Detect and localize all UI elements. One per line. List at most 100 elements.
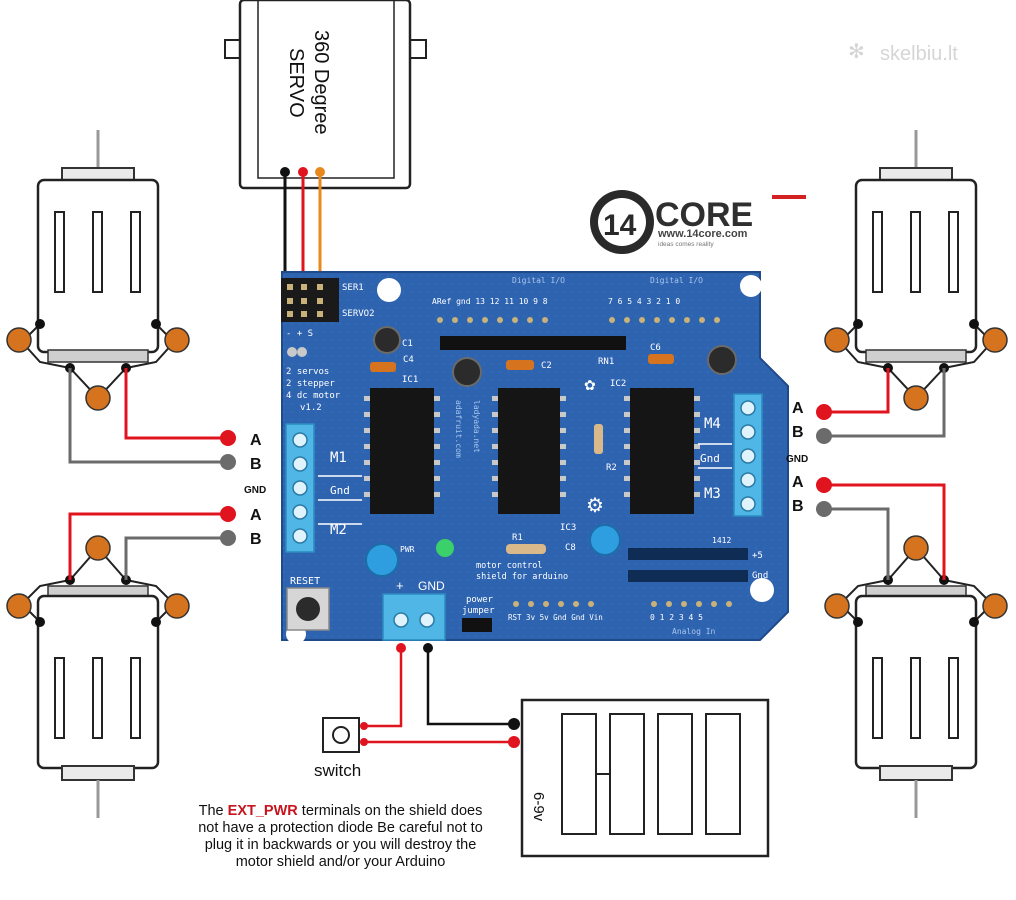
reset-label: RESET <box>290 576 320 587</box>
capacitor-c8 <box>589 524 621 556</box>
terminal-m4-a <box>816 404 832 420</box>
mount-hole <box>740 275 762 297</box>
gnd-label-left: Gnd <box>330 484 350 497</box>
servo-label-line1: 360 Degree <box>310 30 332 135</box>
m1-b-label: B <box>250 456 262 473</box>
note-prefix: The <box>198 803 224 819</box>
capacitor-c3 <box>452 357 482 387</box>
dc-motor-top-left <box>6 130 190 411</box>
power-pin-labels: RST 3v 5v Gnd Gnd Vin <box>508 613 603 622</box>
wire-m2-b <box>124 536 228 580</box>
r1-label: R1 <box>512 533 523 543</box>
terminal-m1-a <box>220 430 236 446</box>
m4-a-label: A <box>792 400 804 417</box>
gnd-label-right-outer: GND <box>786 454 808 465</box>
terminal-m2-a <box>220 506 236 522</box>
info-line2: 2 stepper <box>286 379 335 389</box>
dc-motor-bottom-left <box>6 535 190 818</box>
mcs-line1: motor control <box>476 561 543 571</box>
watermark: ✻ skelbiu.lt <box>848 41 958 65</box>
dc-motor-top-right <box>824 130 1008 411</box>
wire-ext-pwr-gnd <box>426 648 514 726</box>
wire-m2-a <box>68 512 228 580</box>
m4-label: M4 <box>704 416 721 432</box>
m2-a-label: A <box>250 507 262 524</box>
capacitor-c4 <box>370 362 396 372</box>
dc-motor-bottom-right <box>824 535 1008 818</box>
m1-a-label: A <box>250 432 262 449</box>
ext-pwr-terminal <box>382 593 446 641</box>
resistor-r1 <box>506 544 546 554</box>
capacitor-c6 <box>648 354 674 364</box>
mount-hole <box>377 278 401 302</box>
ext-pwr-warning: The EXT_PWR terminals on the shield does… <box>188 803 493 871</box>
gear-icon: ⚙ <box>586 495 604 517</box>
c1-label: C1 <box>402 339 413 349</box>
wire-m1-b <box>68 368 228 464</box>
adafruit-vertical-text: adafruit.com <box>454 400 463 458</box>
capacitor-c7 <box>707 345 737 375</box>
logo-tagline: ideas comes reality <box>658 241 714 248</box>
servo-motor: 360 Degree SERVO <box>224 0 427 190</box>
year-label: 1412 <box>712 536 731 545</box>
watermark-text: skelbiu.lt <box>880 43 958 65</box>
pwr-label: PWR <box>400 545 415 554</box>
capacitor-c2 <box>506 360 534 370</box>
servo-body <box>238 0 412 190</box>
terminal-m2-b <box>220 530 236 546</box>
switch-label: switch <box>314 761 361 780</box>
wire-m3-a <box>824 483 946 580</box>
ic3-label: IC3 <box>560 523 576 533</box>
motor-shield: SER1 SERVO2 - + S 2 servos 2 stepper 4 d… <box>281 271 789 644</box>
servo-label-line2: SERVO <box>285 48 307 118</box>
vgnd-label: Gnd <box>752 571 768 581</box>
gnd-label-left-outer: GND <box>244 485 266 496</box>
ext-plus-label: + <box>396 578 404 593</box>
wire-m1-a <box>124 368 228 440</box>
power-switch[interactable] <box>322 717 360 753</box>
wire-ext-pwr-positive <box>364 648 403 728</box>
mcs-line2: shield for arduino <box>476 572 568 582</box>
m4-b-label: B <box>792 424 804 441</box>
v5-label: +5 <box>752 551 763 561</box>
wire-m4-b <box>824 368 946 438</box>
battery-pack: 6-9v <box>520 698 770 858</box>
logo-number: 14 <box>603 209 637 242</box>
ic1-chip <box>370 388 434 514</box>
terminal-m3-a <box>816 477 832 493</box>
ic3-chip <box>498 388 560 514</box>
power-jumper-line2: jumper <box>462 606 495 616</box>
c4-label: C4 <box>403 355 414 365</box>
logo: 14 CORE www.14core.com ideas comes reali… <box>590 190 806 254</box>
digital-pin-labels: 7 6 5 4 3 2 1 0 <box>608 297 680 306</box>
terminal-m1-b <box>220 454 236 470</box>
ic1-label: IC1 <box>402 375 418 385</box>
logo-name: CORE <box>655 196 753 234</box>
m1-label: M1 <box>330 450 347 466</box>
power-led <box>436 539 454 557</box>
resistor-r2 <box>594 424 603 454</box>
power-jumper[interactable] <box>462 618 492 632</box>
c8-label: C8 <box>565 543 576 553</box>
adafruit-flower-icon: ✿ <box>584 377 596 393</box>
c6-label: C6 <box>650 343 661 353</box>
m3-b-label: B <box>792 498 804 515</box>
aref-pin-labels: ARef gnd 13 12 11 10 9 8 <box>432 297 548 306</box>
power-jumper-line1: power <box>466 595 494 605</box>
ladyada-vertical-text: ladyada.net <box>472 400 481 453</box>
gnd-label-right: Gnd <box>700 452 720 465</box>
top-header <box>440 336 626 350</box>
terminal-m4-b <box>816 428 832 444</box>
capacitor-c1 <box>373 326 401 354</box>
info-line1: 2 servos <box>286 367 329 377</box>
servo-pin-labels: - + S <box>286 329 313 339</box>
m2-b-label: B <box>250 531 262 548</box>
capacitor-c5 <box>365 543 399 577</box>
note-highlight: EXT_PWR <box>227 803 298 819</box>
digital-label-right: Digital I/O <box>650 276 703 285</box>
m3-a-label: A <box>792 474 804 491</box>
analog-label: Analog In <box>672 627 716 636</box>
analog-pin-labels: 0 1 2 3 4 5 <box>650 613 703 622</box>
wire-m3-b <box>824 507 890 580</box>
